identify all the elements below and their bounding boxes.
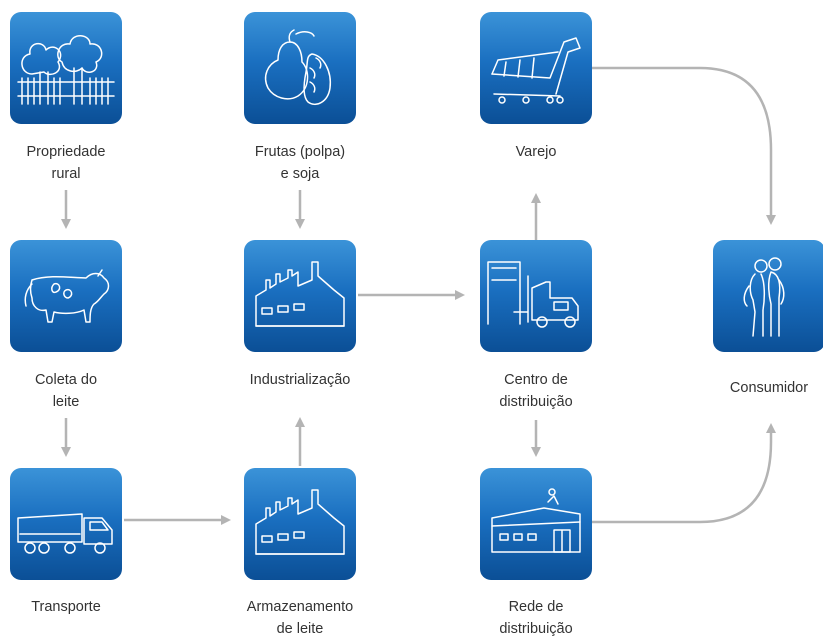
tile-rede-de-distribuicao xyxy=(480,468,592,580)
label-coleta-line1: Coleta do xyxy=(34,372,98,388)
label-transporte-line1: Transporte xyxy=(31,599,101,615)
label-centro-de-distribuicao: Centro de distribuição xyxy=(461,369,611,413)
store-building-icon xyxy=(491,488,581,553)
tile-coleta-do-leite xyxy=(10,240,122,352)
label-coleta-do-leite: Coleta do leite xyxy=(0,369,141,413)
tile-propriedade-rural xyxy=(10,12,122,124)
label-consumidor-line1: Consumidor xyxy=(729,380,809,396)
arrow-rede-to-consumidor xyxy=(592,423,776,524)
label-frutas-line1: Frutas (polpa) xyxy=(254,144,346,160)
label-propriedade-line1: Propriedade xyxy=(26,144,106,160)
truck-icon xyxy=(17,513,113,554)
label-armazenamento-de-leite: Armazenamento de leite xyxy=(225,596,375,640)
forklift-warehouse-icon xyxy=(487,261,579,328)
label-armazenamento-line1: Armazenamento xyxy=(246,599,354,615)
label-coleta-line2: leite xyxy=(52,394,80,410)
label-consumidor: Consumidor xyxy=(694,377,823,399)
label-industrializacao: Industrialização xyxy=(225,369,375,391)
fruit-soy-icon xyxy=(264,29,332,106)
tile-centro-de-distribuicao xyxy=(480,240,592,352)
label-industrializacao-line1: Industrialização xyxy=(249,372,351,388)
label-rede-line1: Rede de xyxy=(508,599,564,615)
label-transporte: Transporte xyxy=(0,596,141,618)
factory-icon xyxy=(255,489,345,555)
label-centro-line2: distribuição xyxy=(499,394,573,410)
label-armazenamento-line2: de leite xyxy=(276,621,324,637)
label-centro-line1: Centro de xyxy=(504,372,568,388)
tile-armazenamento-de-leite xyxy=(244,468,356,580)
label-varejo-line1: Varejo xyxy=(515,144,557,160)
tile-varejo xyxy=(480,12,592,124)
arrow-varejo-to-consumidor xyxy=(592,66,776,225)
label-rede-line2: distribuição xyxy=(499,621,573,637)
label-frutas-e-soja: Frutas (polpa) e soja xyxy=(225,141,375,185)
trees-fence-icon xyxy=(17,35,115,105)
label-rede-de-distribuicao: Rede de distribuição xyxy=(461,596,611,640)
label-propriedade-rural: Propriedade rural xyxy=(0,141,141,185)
tile-industrializacao xyxy=(244,240,356,352)
label-varejo: Varejo xyxy=(461,141,611,163)
factory-icon xyxy=(255,261,345,327)
tile-consumidor xyxy=(713,240,823,352)
label-frutas-line2: e soja xyxy=(280,166,320,182)
tile-frutas-e-soja xyxy=(244,12,356,124)
cow-icon xyxy=(24,269,110,323)
couple-icon xyxy=(743,257,785,337)
shopping-cart-icon xyxy=(491,37,581,104)
tile-transporte xyxy=(10,468,122,580)
label-propriedade-line2: rural xyxy=(51,166,81,182)
